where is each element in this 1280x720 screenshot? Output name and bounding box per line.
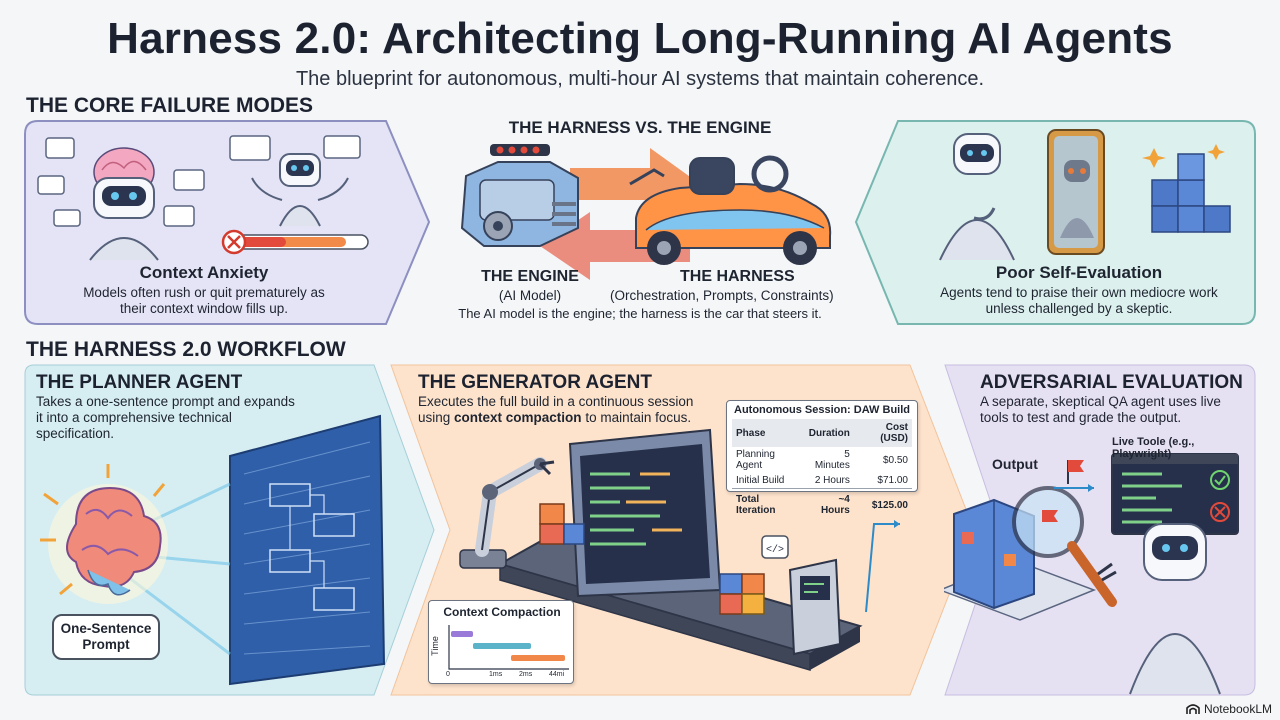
harness-vs-engine-title: THE HARNESS VS. THE ENGINE: [508, 118, 772, 137]
red-flag-icon: [1068, 460, 1084, 472]
harness-vs-engine-section: THE HARNESS VS. THE ENGINE THE ENGINE (A…: [440, 118, 840, 328]
prompt-bubble-line-1: One-Sentence: [60, 621, 152, 636]
compaction-tick-2: 2ms: [519, 671, 533, 678]
session-cell: $125.00: [853, 488, 912, 518]
session-cell: 2 Hours: [814, 475, 850, 486]
planner-agent-text-2: it into a comprehensive technical: [36, 410, 232, 425]
context-compaction-callout: Context Compaction Time 0 1ms 2ms 44mi: [428, 600, 574, 684]
context-anxiety-text-2: their context window fills up.: [119, 301, 289, 316]
planner-agent-text-1: Takes a one-sentence prompt and expands: [36, 394, 295, 409]
session-cell: 5 Minutes: [814, 449, 850, 471]
proud-robot-icon: [939, 133, 1015, 261]
anxious-robot-icon: [89, 147, 159, 261]
live-tools-label: Live Toole (e.g., Playwright): [1112, 436, 1195, 460]
prompt-bubble-line-2: Prompt: [82, 637, 130, 652]
svg-text:</>: </>: [766, 544, 784, 556]
brain-icon: [40, 464, 168, 604]
harness-car-icon: [629, 155, 832, 265]
self-evaluation-title: Poor Self-Evaluation: [995, 263, 1163, 282]
adversarial-text-2: tools to test and grade the output.: [980, 410, 1182, 425]
generator-text-2-part-c: to maintain focus.: [581, 410, 692, 425]
notebooklm-logo-icon: [1186, 704, 1200, 714]
page-subtitle: The blueprint for autonomous, multi-hour…: [295, 68, 985, 90]
engine-icon: [460, 144, 579, 247]
session-table-callout: Autonomous Session: DAW Build Phase Dura…: [726, 400, 918, 518]
table-row: Planning Agent 5 Minutes $0.50: [732, 447, 912, 473]
harness-label: THE HARNESS: [680, 268, 795, 285]
self-evaluation-panel: Poor Self-Evaluation Agents tend to prai…: [854, 120, 1256, 325]
adversarial-evaluation-panel: ADVERSARIAL EVALUATION A separate, skept…: [944, 364, 1256, 696]
table-row: Initial Build 2 Hours $71.00: [732, 473, 912, 489]
generator-agent-panel: </> THE GENERATOR AGENT Executes the ful…: [390, 364, 976, 696]
session-cell: Total Iteration: [732, 488, 803, 518]
generator-agent-text-1: Executes the full build in a continuous …: [418, 394, 694, 409]
pliers-icon: [1097, 562, 1117, 582]
session-table-title: Autonomous Session: DAW Build: [734, 404, 910, 416]
page-title: Harness 2.0: Architecting Long-Running A…: [107, 14, 1173, 63]
mirror-icon: [1047, 129, 1105, 255]
session-col-duration: Duration: [802, 419, 854, 447]
session-cell: Initial Build: [736, 475, 785, 486]
cube-stack-icon: [1142, 144, 1231, 233]
session-cell: $0.50: [882, 454, 908, 466]
workflow-heading: THE HARNESS 2.0 WORKFLOW: [26, 338, 346, 361]
one-sentence-prompt-bubble: One-Sentence Prompt: [52, 614, 160, 660]
table-row-total: Total Iteration ~4 Hours $125.00: [732, 488, 912, 518]
compaction-timeline-icon: [448, 625, 569, 670]
failure-modes-heading: THE CORE FAILURE MODES: [26, 94, 314, 117]
live-tools-window-icon: [1111, 453, 1239, 535]
compaction-tick-1: 1ms: [489, 671, 503, 678]
magnifying-glass-icon: [1012, 486, 1117, 607]
harness-sublabel: (Orchestration, Prompts, Constraints): [610, 288, 834, 303]
planner-agent-title: THE PLANNER AGENT: [36, 372, 243, 393]
notebooklm-watermark: NotebookLM: [1186, 702, 1272, 716]
watermark-text: NotebookLM: [1203, 702, 1272, 716]
robotic-arm-icon: [459, 457, 555, 569]
code-tag-icon: </>: [761, 535, 789, 559]
compaction-y-label: Time: [429, 636, 440, 656]
harness-engine-tagline: The AI model is the engine; the harness …: [458, 306, 822, 321]
session-table: Phase Duration Cost (USD) Planning Agent…: [732, 419, 912, 518]
adversarial-evaluation-title: ADVERSARIAL EVALUATION: [980, 372, 1243, 393]
qa-robot-icon: [1129, 523, 1221, 695]
engine-sublabel: (AI Model): [498, 288, 562, 303]
engine-label: THE ENGINE: [481, 268, 579, 285]
output-label: Output: [992, 456, 1038, 472]
context-anxiety-title: Context Anxiety: [139, 263, 269, 282]
planner-agent-panel: THE PLANNER AGENT Takes a one-sentence p…: [24, 364, 436, 696]
planner-agent-text-3: specification.: [36, 426, 115, 441]
context-anxiety-text-1: Models often rush or quit prematurely as: [83, 285, 325, 300]
adversarial-text-1: A separate, skeptical QA agent uses live: [980, 394, 1221, 409]
session-table-header-row: Phase Duration Cost (USD): [732, 419, 912, 447]
shrugging-robot-icon: [251, 153, 349, 227]
session-col-phase: Phase: [732, 419, 803, 447]
generator-text-2-part-a: using: [418, 410, 455, 425]
server-terminal-icon: [788, 558, 842, 656]
session-col-cost: Cost (USD): [853, 419, 912, 447]
context-anxiety-panel: Context Anxiety Models often rush or qui…: [24, 120, 432, 325]
compaction-tick-3: 44mi: [549, 671, 565, 678]
blueprint-document-icon: [229, 414, 386, 686]
self-evaluation-text-2: unless challenged by a skeptic.: [985, 301, 1173, 316]
context-window-bar-icon: [221, 229, 369, 255]
session-cell: Planning Agent: [736, 449, 775, 471]
generator-agent-text-2: using context compaction to maintain foc…: [418, 410, 691, 426]
self-evaluation-text-1: Agents tend to praise their own mediocre…: [940, 285, 1218, 300]
output-building-icon: [944, 498, 1097, 621]
code-monitor-icon: [568, 428, 722, 598]
session-cell: ~4 Hours: [802, 488, 854, 518]
context-compaction-title: Context Compaction: [443, 605, 561, 619]
generator-agent-title: THE GENERATOR AGENT: [418, 372, 652, 393]
compaction-tick-0: 0: [446, 671, 450, 678]
building-blocks-icon: [539, 503, 765, 615]
session-cell: $71.00: [877, 475, 908, 486]
generator-text-2-bold: context compaction: [454, 410, 582, 425]
